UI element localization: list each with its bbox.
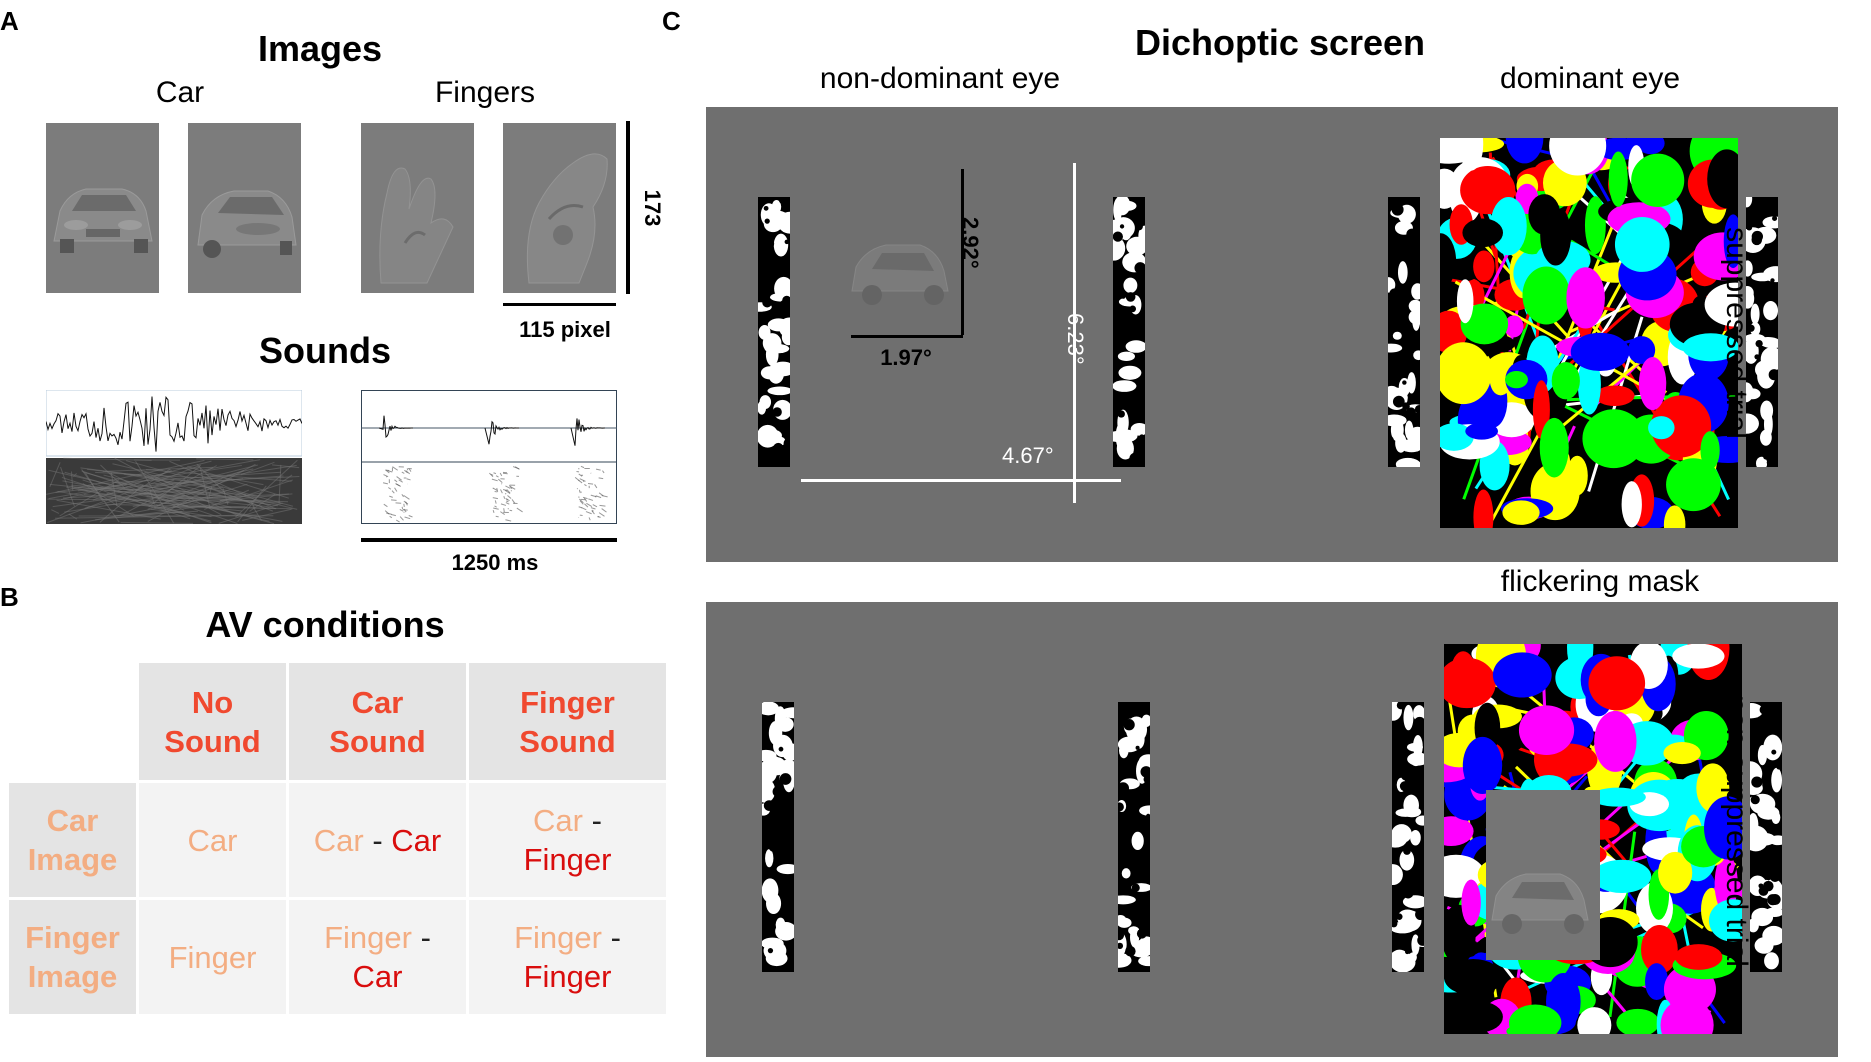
- car-waveform-icon: [45, 389, 303, 525]
- large-vertical-line: [1073, 163, 1076, 503]
- width-dimension-label: 115 pixel: [519, 317, 611, 342]
- fingers-image-2: [503, 123, 616, 293]
- large-vertical-label: 6.23°: [1063, 313, 1088, 365]
- frame-bar-left-1: [758, 197, 790, 467]
- suppressed-trial-label: suppressed trial: [1720, 227, 1753, 439]
- cell-car-no-sound: Car: [139, 783, 286, 897]
- fingers-label: Fingers: [434, 76, 536, 109]
- cell-finger-car: Finger -Car: [289, 900, 466, 1014]
- small-horizontal-line: [851, 335, 963, 338]
- non-suppressed-trial-label: non-suppressed trial: [1720, 695, 1753, 967]
- panel-label-b: B: [0, 582, 19, 612]
- car-stimulus-icon: [1491, 873, 1589, 934]
- flickering-mask-label: flickering mask: [1500, 565, 1700, 598]
- height-dimension-line: [626, 121, 630, 294]
- cell-car-finger: Car -Finger: [469, 783, 666, 897]
- large-horizontal-label: 4.67°: [1002, 443, 1054, 468]
- frame-bar-right-2: [1750, 702, 1782, 972]
- non-dominant-eye-label: non-dominant eye: [819, 62, 1061, 95]
- frame-bar-right-2: [1746, 197, 1778, 467]
- non-suppressed-trial-screen: [706, 602, 1838, 1057]
- panel-label-a: A: [0, 6, 19, 36]
- cell-finger-no-sound: Finger: [139, 900, 286, 1014]
- car-label: Car: [155, 76, 205, 109]
- small-vertical-label: 2.92°: [958, 217, 983, 269]
- frame-bar-left-2: [1113, 197, 1145, 467]
- dominant-eye-label: dominant eye: [1499, 62, 1681, 95]
- hand-icon: [526, 153, 608, 284]
- height-dimension-label: 173: [640, 189, 665, 227]
- frame-bar-right-1: [1392, 702, 1424, 972]
- suppressed-trial-screen: 2.92° 1.97° 6.23° 4.67°: [706, 107, 1838, 562]
- av-conditions-title: AV conditions: [205, 604, 445, 645]
- frame-bar-right-1: [1388, 197, 1420, 467]
- car-side-icon: [197, 190, 297, 258]
- car-image-front: [46, 123, 159, 293]
- duration-label: 1250 ms: [451, 550, 539, 575]
- dichoptic-title: Dichoptic screen: [1134, 22, 1426, 63]
- car-stimulus-icon: [851, 244, 949, 305]
- width-dimension-line: [503, 303, 616, 306]
- frame-bar-left-2: [1118, 702, 1150, 972]
- small-vertical-line: [961, 169, 964, 335]
- frame-bar-left-1: [762, 702, 794, 972]
- hand-icon: [379, 167, 454, 284]
- cell-car-car: Car - Car: [289, 783, 466, 897]
- cell-finger-finger: Finger -Finger: [469, 900, 666, 1014]
- car-front-icon: [53, 188, 153, 253]
- images-title: Images: [257, 28, 383, 69]
- duration-line: [361, 538, 617, 542]
- sounds-title: Sounds: [259, 330, 391, 371]
- flickering-mask-suppressed: [1440, 138, 1738, 528]
- small-horizontal-label: 1.97°: [880, 345, 932, 370]
- car-window: [1486, 790, 1600, 960]
- panel-label-c: C: [662, 6, 681, 36]
- car-sound-waveform: [45, 389, 303, 525]
- finger-waveform-icon: [361, 390, 617, 524]
- fingers-image-1: [361, 123, 474, 293]
- car-image-side: [188, 123, 301, 293]
- large-horizontal-line: [801, 479, 1121, 482]
- finger-sound-waveform: [361, 390, 617, 524]
